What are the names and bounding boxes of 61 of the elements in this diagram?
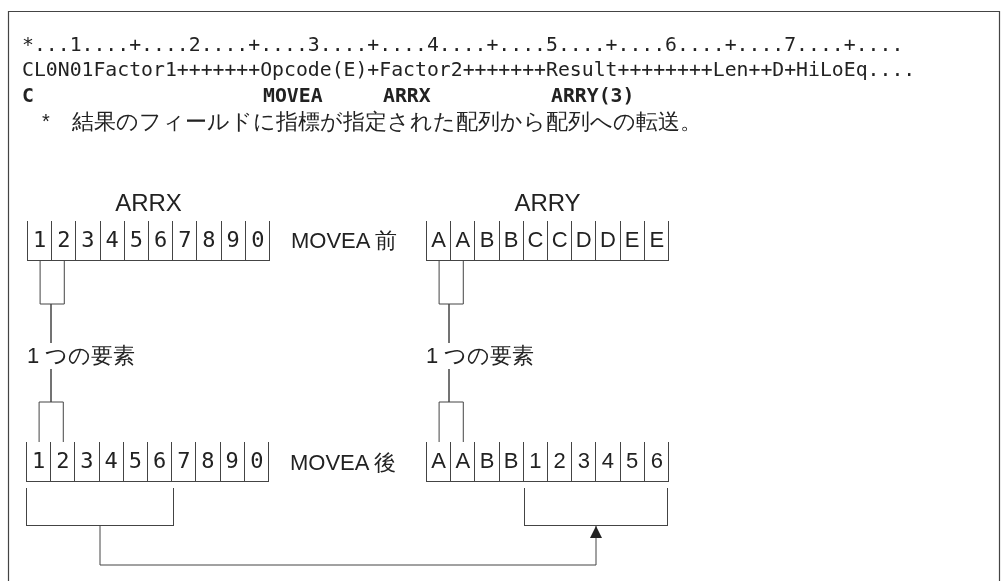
leader-line bbox=[50, 368, 64, 443]
array-cell: 6 bbox=[149, 221, 174, 260]
array-cell: 2 bbox=[548, 442, 573, 481]
leader-line bbox=[448, 368, 464, 443]
array-cell: 4 bbox=[596, 442, 621, 481]
bracket bbox=[524, 488, 668, 526]
array-cell: 0 bbox=[244, 442, 269, 481]
code-line: CL0N01Factor1+++++++Opcode(E)+Factor2+++++++Result++++++++Len++D+HiLoEq.... bbox=[22, 58, 916, 81]
array-cell: 7 bbox=[173, 221, 198, 260]
array-cell: 6 bbox=[148, 442, 173, 481]
array-cell: 1 bbox=[523, 442, 548, 481]
array-cell: B bbox=[499, 442, 524, 481]
array-cell: D bbox=[572, 221, 597, 260]
array-cell: 1 bbox=[27, 442, 52, 481]
code-line: C bbox=[22, 84, 34, 107]
note-text: MOVEA 後 bbox=[290, 449, 397, 477]
array-cell: A bbox=[451, 442, 476, 481]
array-cell: 1 bbox=[28, 221, 53, 260]
array-box bbox=[26, 442, 269, 482]
code-line: *...1....+....2....+....3....+....4....+....5....+....6....+....7....+.... bbox=[22, 33, 904, 56]
array-cell: E bbox=[620, 221, 645, 260]
array-cell: 4 bbox=[100, 221, 125, 260]
array-cell: 4 bbox=[99, 442, 124, 481]
note-text: MOVEA 前 bbox=[291, 227, 398, 255]
array-cell: 5 bbox=[124, 221, 149, 260]
code-line: ARRY(3) bbox=[551, 84, 635, 107]
array-cell: A bbox=[427, 221, 452, 260]
array-cell: 5 bbox=[620, 442, 645, 481]
array-cell: 2 bbox=[51, 442, 76, 481]
array-cell: C bbox=[548, 221, 573, 260]
array-cell: 8 bbox=[197, 221, 222, 260]
array-cell: 0 bbox=[245, 221, 270, 260]
array-cell: B bbox=[475, 221, 500, 260]
array-cell: 7 bbox=[172, 442, 197, 481]
code-line: ARRX bbox=[383, 84, 431, 107]
array-cell: 5 bbox=[123, 442, 148, 481]
code-line: MOVEA bbox=[263, 84, 323, 107]
array-cell: B bbox=[499, 221, 524, 260]
array-cell: 9 bbox=[220, 442, 245, 481]
note-text: 結果のフィールドに指標が指定された配列から配列への転送。 bbox=[72, 108, 702, 136]
array-cell: 3 bbox=[75, 442, 100, 481]
array-cell: E bbox=[644, 221, 669, 260]
array-cell: 8 bbox=[196, 442, 221, 481]
array-cell: 6 bbox=[644, 442, 669, 481]
array-cell: 2 bbox=[52, 221, 77, 260]
array-cell: C bbox=[523, 221, 548, 260]
arrow bbox=[99, 525, 602, 566]
array-box bbox=[426, 442, 669, 482]
array-cell: B bbox=[475, 442, 500, 481]
array-cell: D bbox=[596, 221, 621, 260]
leader-line bbox=[448, 259, 464, 344]
leader-line bbox=[50, 259, 65, 344]
array-cell: A bbox=[451, 221, 476, 260]
array-name: ARRX bbox=[114, 189, 183, 217]
bracket bbox=[26, 488, 174, 526]
array-name: ARRY bbox=[513, 189, 582, 217]
array-cell: 3 bbox=[76, 221, 101, 260]
array-cell: 3 bbox=[572, 442, 597, 481]
array-cell: A bbox=[427, 442, 452, 481]
note-text: * bbox=[42, 110, 50, 133]
array-cell: 9 bbox=[221, 221, 246, 260]
